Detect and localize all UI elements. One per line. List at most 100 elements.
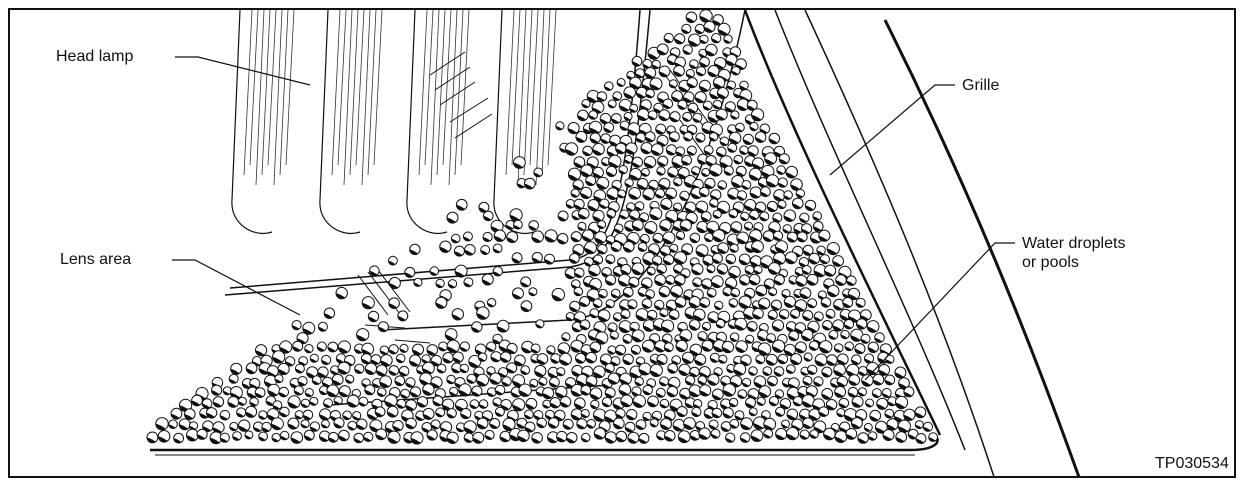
droplet-shadow: [613, 316, 621, 322]
droplet-shadow: [784, 301, 794, 308]
droplet-shadow: [399, 371, 407, 377]
droplet-shadow: [642, 63, 650, 69]
droplet-shadow: [717, 93, 727, 99]
droplet-shadow: [697, 336, 706, 341]
droplet-shadow: [588, 270, 598, 276]
droplet-shadow: [742, 184, 749, 190]
droplet-shadow: [361, 349, 372, 356]
droplet-shadow: [610, 335, 617, 340]
droplet-shadow: [828, 334, 837, 340]
droplet-shadow: [505, 224, 514, 230]
droplet-shadow: [659, 381, 667, 387]
droplet-shadow: [495, 390, 503, 395]
droplet-shadow: [326, 390, 337, 397]
droplet-shadow: [550, 358, 559, 364]
droplet-shadow: [517, 183, 525, 188]
droplet-shadow: [620, 269, 629, 275]
droplet-shadow: [637, 114, 647, 121]
droplet-shadow: [815, 360, 825, 366]
droplet-shadow: [707, 116, 718, 123]
droplet-shadow: [810, 237, 820, 244]
droplet-shadow: [728, 272, 738, 278]
droplet-shadow: [613, 271, 622, 277]
droplet-shadow: [749, 215, 758, 220]
droplet-shadow: [690, 237, 698, 243]
droplet-shadow: [520, 281, 529, 287]
droplet-shadow: [860, 338, 869, 344]
droplet-shadow: [752, 313, 762, 319]
droplet-shadow: [309, 401, 317, 406]
droplet-shadow: [796, 193, 803, 198]
droplet-shadow: [337, 368, 348, 375]
droplet-shadow: [779, 314, 788, 320]
droplet-shadow: [685, 380, 693, 386]
droplet-shadow: [625, 148, 635, 155]
droplet-shadow: [635, 73, 643, 78]
droplet-shadow: [873, 379, 882, 385]
water-droplets: [146, 10, 938, 445]
droplet-shadow: [435, 302, 445, 309]
droplet-shadow: [244, 434, 252, 439]
droplet-shadow: [708, 424, 717, 430]
droplet-shadow: [213, 401, 222, 408]
droplet-shadow: [766, 338, 774, 343]
droplet-shadow: [502, 424, 513, 431]
droplet-shadow: [709, 170, 720, 177]
droplet-shadow: [722, 291, 730, 296]
droplet-shadow: [768, 315, 776, 320]
droplet-shadow: [611, 246, 620, 252]
droplet-shadow: [852, 401, 861, 408]
droplet-shadow: [758, 349, 769, 356]
droplet-shadow: [782, 228, 790, 234]
droplet-shadow: [664, 38, 672, 43]
droplet-shadow: [574, 403, 584, 409]
droplet-shadow: [677, 411, 686, 417]
droplet-shadow: [851, 359, 860, 365]
droplet-shadow: [368, 316, 377, 322]
droplet-shadow: [317, 346, 325, 352]
droplet-shadow: [644, 162, 654, 168]
droplet-shadow: [753, 381, 764, 388]
droplet-shadow: [785, 257, 795, 264]
droplet-shadow: [802, 315, 811, 321]
droplet-shadow: [793, 293, 801, 298]
droplet-shadow: [605, 437, 615, 444]
droplet-shadow: [478, 207, 487, 213]
droplet-shadow: [179, 424, 188, 430]
droplet-shadow: [709, 203, 717, 208]
droplet-shadow: [605, 392, 614, 398]
droplet-shadow: [552, 294, 562, 301]
droplet-shadow: [643, 325, 653, 332]
droplet-shadow: [758, 303, 768, 310]
droplet-shadow: [701, 216, 710, 222]
droplet-shadow: [547, 437, 557, 443]
droplet-shadow: [632, 225, 642, 231]
droplet-shadow: [800, 371, 808, 376]
droplet-shadow: [509, 434, 520, 441]
droplet-shadow: [472, 437, 482, 444]
headlamp-illustration: [146, 10, 1081, 476]
diagram-frame: Head lamp Lens area Grille Water droplet…: [8, 8, 1236, 478]
droplet-shadow: [529, 383, 537, 388]
droplet-shadow: [602, 402, 610, 407]
droplet-shadow: [593, 415, 604, 422]
droplet-shadow: [755, 290, 765, 297]
droplet-shadow: [306, 372, 316, 378]
droplet-shadow: [751, 435, 761, 442]
droplet-shadow: [813, 226, 822, 232]
droplet-shadow: [572, 326, 581, 332]
droplet-shadow: [625, 427, 634, 433]
droplet-shadow: [389, 283, 399, 289]
droplet-shadow: [615, 148, 625, 154]
droplet-shadow: [512, 257, 521, 263]
droplet-shadow: [647, 271, 654, 276]
droplet-shadow: [739, 280, 748, 286]
droplet-shadow: [432, 400, 441, 406]
droplet-shadow: [511, 392, 520, 398]
droplet-shadow: [323, 403, 331, 408]
droplet-shadow: [827, 248, 837, 255]
droplet-shadow: [699, 62, 708, 67]
droplet-shadow: [364, 389, 373, 395]
droplet-shadow: [449, 391, 457, 396]
droplet-shadow: [730, 337, 738, 342]
